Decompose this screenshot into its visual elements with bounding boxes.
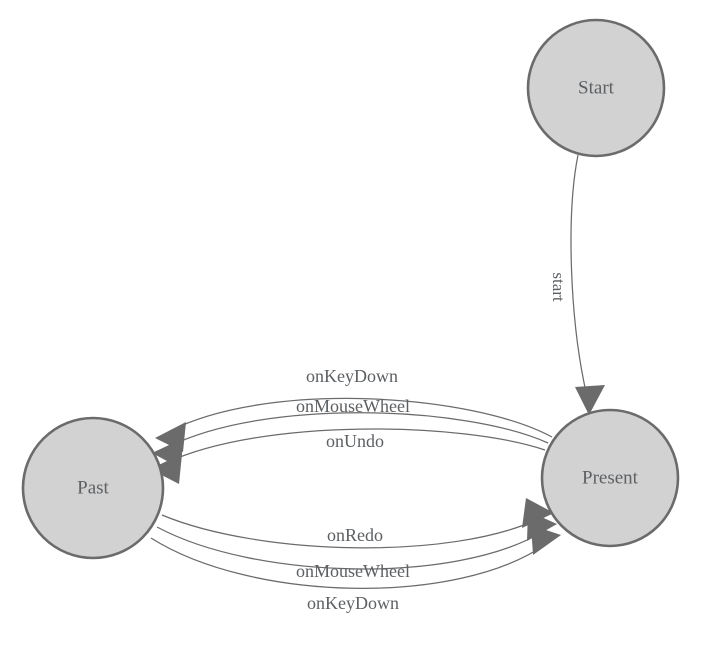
edge-label-present-past-onkeydown: onKeyDown (306, 366, 398, 386)
edge-label-present-past-onmousewheel: onMouseWheel (296, 396, 410, 416)
node-past-circle (21, 416, 165, 560)
edge-label-start: start (549, 272, 568, 302)
node-present-label: Present (582, 467, 639, 488)
edge-past-to-present-onredo-path (161, 514, 539, 549)
node-present-circle (540, 408, 680, 548)
edge-past-to-present-onredo[interactable]: onRedo (161, 498, 554, 549)
edge-past-to-present-onkeydown[interactable]: onKeyDown (150, 525, 561, 613)
node-start[interactable]: Start (526, 18, 666, 158)
edge-past-to-present-onkeydown-arrowhead (531, 525, 561, 555)
edge-start-to-present[interactable]: start (549, 154, 605, 415)
node-present[interactable]: Present (540, 408, 680, 548)
node-past-label: Past (77, 477, 109, 498)
node-start-circle (526, 18, 666, 158)
edge-present-to-past-onundo-arrowhead (150, 454, 182, 484)
edge-present-to-past-onundo[interactable]: onUndo (150, 428, 546, 484)
node-start-label: Start (578, 77, 615, 98)
edge-label-past-present-onmousewheel: onMouseWheel (296, 561, 410, 581)
edge-label-past-present-onredo: onRedo (327, 525, 383, 545)
edge-past-to-present-onmousewheel-path (156, 526, 543, 570)
edge-present-to-past-onkeydown-path (169, 397, 553, 438)
edge-label-past-present-onkeydown: onKeyDown (307, 593, 399, 613)
edge-past-to-present-onmousewheel[interactable]: onMouseWheel (156, 511, 557, 581)
node-past[interactable]: Past (21, 416, 165, 560)
edge-start-to-present-arrowhead (575, 385, 605, 415)
edge-present-to-past-onkeydown[interactable]: onKeyDown (155, 366, 553, 452)
edge-start-to-present-path (570, 154, 587, 393)
edge-past-to-present-onkeydown-path (150, 537, 547, 589)
edge-present-to-past-onmousewheel-path (167, 412, 549, 448)
edge-label-present-past-onundo: onUndo (326, 431, 384, 451)
edge-present-to-past-onundo-path (165, 428, 546, 464)
